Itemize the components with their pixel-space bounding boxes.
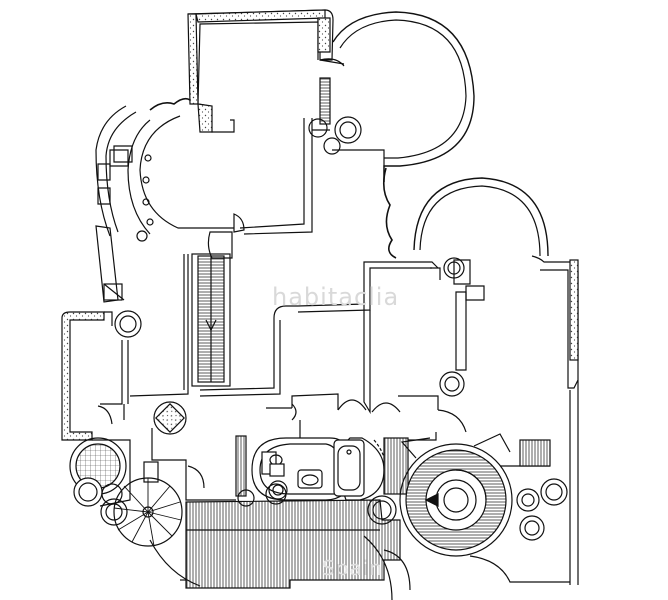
round-room-top <box>332 11 475 182</box>
column-left-room <box>114 310 142 338</box>
upper-room-speck-wall <box>187 13 199 105</box>
middle-room-wall <box>239 118 305 229</box>
upper-middle-room <box>297 261 439 307</box>
watermark-bottom: Spain <box>322 556 383 580</box>
bathtub <box>333 439 365 497</box>
hatched-column-top <box>319 77 331 125</box>
column-center-left <box>153 401 187 435</box>
straight-stair <box>191 253 231 387</box>
terrace-hatch <box>185 499 401 589</box>
watermark-center: habitaclia <box>272 283 400 311</box>
round-room-right <box>413 177 549 257</box>
column-right-lower-a <box>516 488 540 512</box>
plant-vine <box>382 167 397 259</box>
corridor-hatch <box>235 435 247 497</box>
left-corridor <box>95 225 119 303</box>
left-curved-wall <box>95 105 127 237</box>
column-right-top <box>443 257 465 279</box>
left-room-wall <box>61 311 105 441</box>
spiral-stair-right <box>399 443 513 557</box>
door-arc-top <box>319 58 345 67</box>
column-a <box>308 118 328 138</box>
